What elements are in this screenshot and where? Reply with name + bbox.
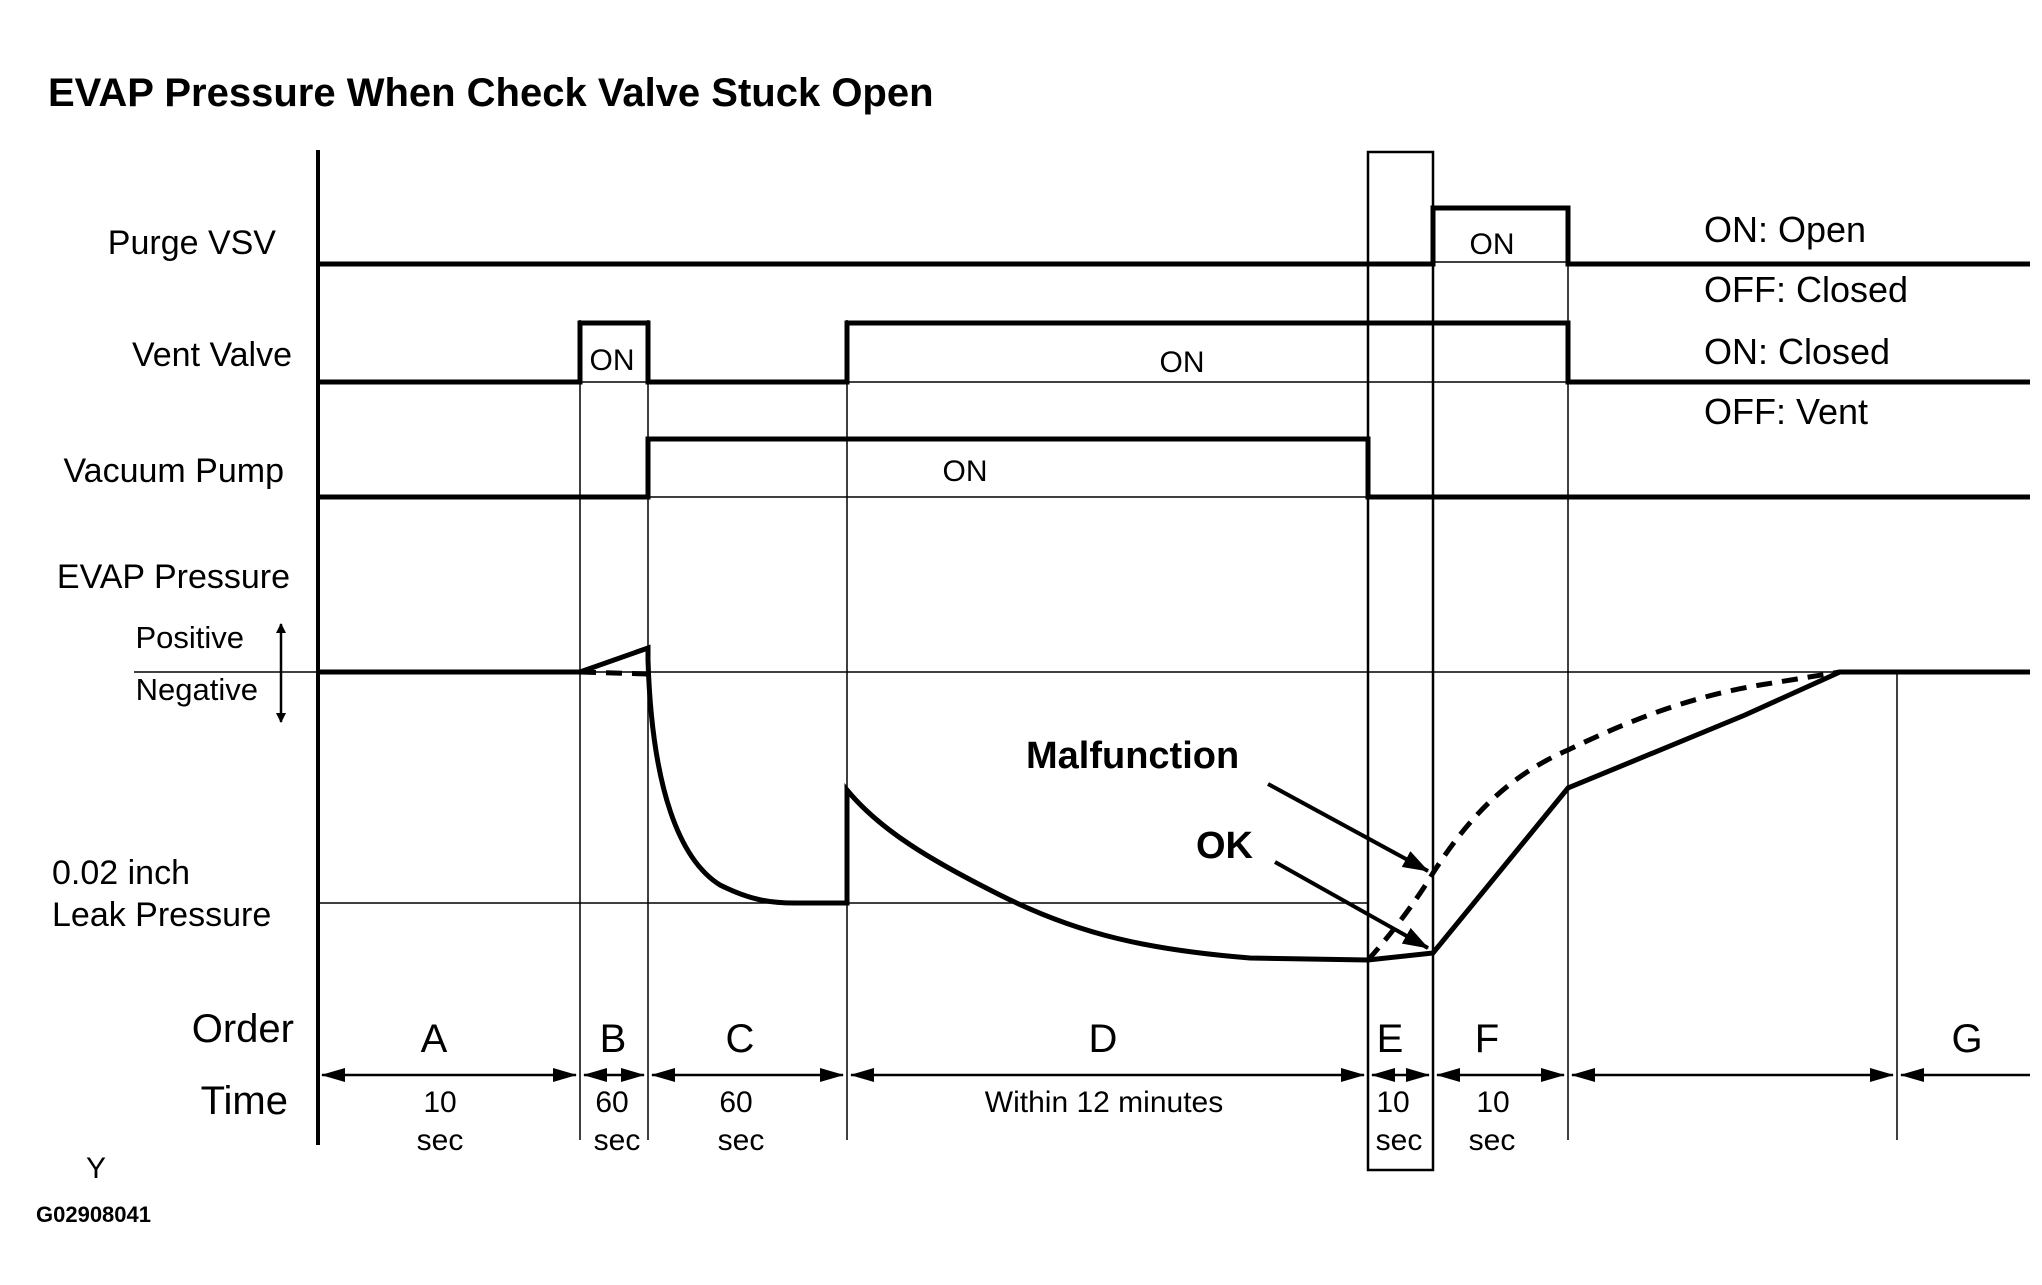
vent-valve-label: Vent Valve [132, 336, 292, 374]
time-d-line1: Within 12 minutes [985, 1086, 1223, 1119]
ok-pointer [1274, 860, 1429, 950]
purge-on-label: ON [1470, 228, 1515, 261]
time-e-line2: sec [1376, 1124, 1423, 1157]
time-e-line1: 10 [1376, 1086, 1409, 1119]
time-a-line1: 10 [423, 1086, 456, 1119]
vent-off-state: OFF: Vent [1704, 391, 1868, 432]
vent-on-label-b: ON [590, 344, 635, 377]
time-b-line1: 60 [595, 1086, 628, 1119]
time-values: 10 sec 60 sec 60 sec Within 12 minutes 1… [417, 1086, 1516, 1157]
phase-boundary-lines [579, 262, 1898, 1140]
vent-on-label-d: ON [1160, 346, 1205, 379]
evap-pressure-label: EVAP Pressure [57, 558, 290, 596]
ok-label: OK [1196, 825, 1254, 867]
phase-e-box [1366, 150, 1435, 1172]
time-a-line2: sec [417, 1124, 464, 1157]
evap-pressure-ok-curve [318, 644, 2030, 963]
vacuum-pump-label: Vacuum Pump [64, 452, 284, 490]
order-letter-b: B [600, 1017, 627, 1061]
time-c-line1: 60 [719, 1086, 752, 1119]
order-label: Order [192, 1007, 294, 1051]
vent-on-state: ON: Closed [1704, 331, 1890, 372]
purge-vsv-signal [318, 205, 2030, 267]
positive-label: Positive [135, 620, 244, 655]
purge-off-state: OFF: Closed [1704, 269, 1908, 310]
figure-code: G02908041 [36, 1202, 151, 1227]
time-f-line2: sec [1469, 1124, 1516, 1157]
time-c-line2: sec [718, 1124, 765, 1157]
purge-on-state: ON: Open [1704, 209, 1866, 250]
order-letter-a: A [421, 1017, 448, 1061]
order-letter-c: C [726, 1017, 755, 1061]
vent-valve-signal [318, 320, 2030, 385]
time-b-line2: sec [594, 1124, 641, 1157]
y-mark: Y [86, 1152, 106, 1185]
negative-label: Negative [136, 672, 258, 707]
order-letters: A B C D E F G [421, 1017, 1983, 1061]
leak-pressure-label-line2: Leak Pressure [52, 896, 271, 934]
order-letter-f: F [1475, 1017, 1499, 1061]
malfunction-label: Malfunction [1026, 735, 1239, 777]
evap-pressure-malfunction-curve [1366, 669, 1841, 962]
time-label: Time [201, 1079, 288, 1123]
order-letter-d: D [1089, 1017, 1118, 1061]
order-letter-g: G [1951, 1017, 1982, 1061]
time-f-line1: 10 [1476, 1086, 1509, 1119]
malfunction-pointer [1267, 782, 1429, 873]
pump-on-label: ON [943, 455, 988, 488]
evap-pressure-dip-dashed [579, 669, 649, 677]
diagram-title: EVAP Pressure When Check Valve Stuck Ope… [48, 71, 934, 115]
purge-vsv-label: Purge VSV [108, 224, 277, 262]
leak-pressure-label-line1: 0.02 inch [52, 854, 190, 892]
order-letter-e: E [1377, 1017, 1404, 1061]
vacuum-pump-signal [318, 436, 2030, 500]
